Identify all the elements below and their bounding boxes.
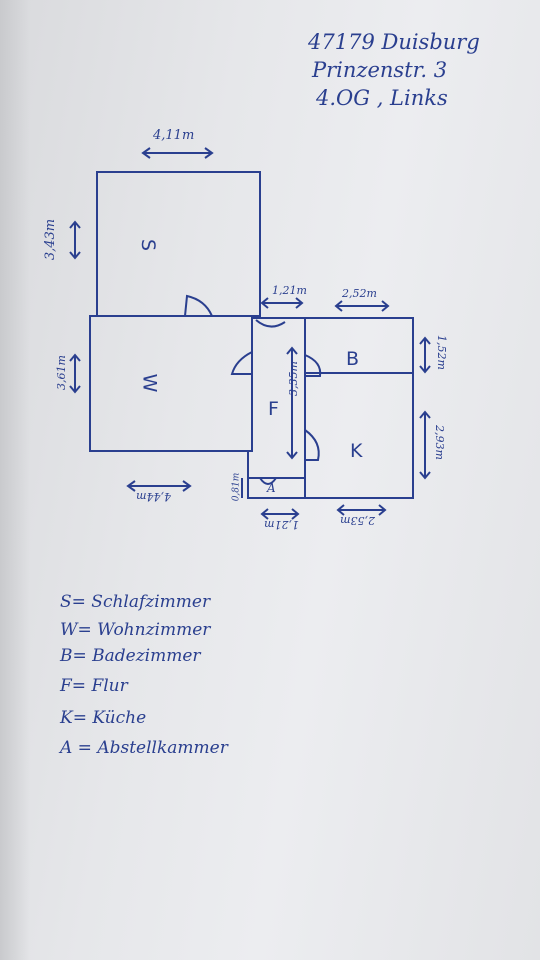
legend-item-b: B= Badezimmer <box>60 646 201 666</box>
measure-w-height: 3,61m <box>54 355 68 390</box>
door-s <box>184 294 213 317</box>
room-label-a: A <box>267 481 276 495</box>
legend-item-k: K= Küche <box>60 708 147 728</box>
measure-b-height: 1,52m <box>434 335 448 370</box>
measure-w-width: 4,44m <box>136 490 171 503</box>
room-s-outline <box>96 171 261 317</box>
legend-item-s: S= Schlafzimmer <box>60 592 211 612</box>
room-label-b: B <box>346 348 360 370</box>
room-label-k: K <box>350 440 363 462</box>
room-label-w: W <box>138 373 161 393</box>
address-line-2: Prinzenstr. 3 <box>312 58 448 82</box>
measure-s-height: 3,43m <box>43 218 59 261</box>
room-k-outline <box>304 372 414 499</box>
room-label-s: S <box>137 238 160 252</box>
measure-f-length: 3,35m <box>286 361 300 396</box>
address-line-1: 47179 Duisburg <box>308 30 480 54</box>
legend-item-a: A = Abstellkammer <box>60 738 228 758</box>
door-w <box>230 351 253 375</box>
measure-f-top: 1,21m <box>272 284 307 297</box>
measure-s-width: 4,11m <box>153 128 195 143</box>
paper-shadow <box>0 0 30 960</box>
door-k <box>304 429 320 461</box>
measure-a-height: 0,81m <box>231 472 242 502</box>
measure-f-bottom: 1,21m <box>264 518 299 531</box>
door-a <box>259 477 277 485</box>
legend-item-w: W= Wohnzimmer <box>60 620 211 640</box>
room-label-f: F <box>268 398 279 420</box>
legend-item-f: F= Flur <box>60 676 128 696</box>
measure-b-width: 2,52m <box>342 287 377 300</box>
door-b <box>304 354 322 377</box>
measure-k-height: 2,93m <box>432 425 446 460</box>
room-w-outline <box>89 315 253 452</box>
measure-k-width: 2,53m <box>340 514 375 527</box>
door-f-top <box>255 319 286 328</box>
address-line-3: 4.OG , Links <box>316 86 448 110</box>
